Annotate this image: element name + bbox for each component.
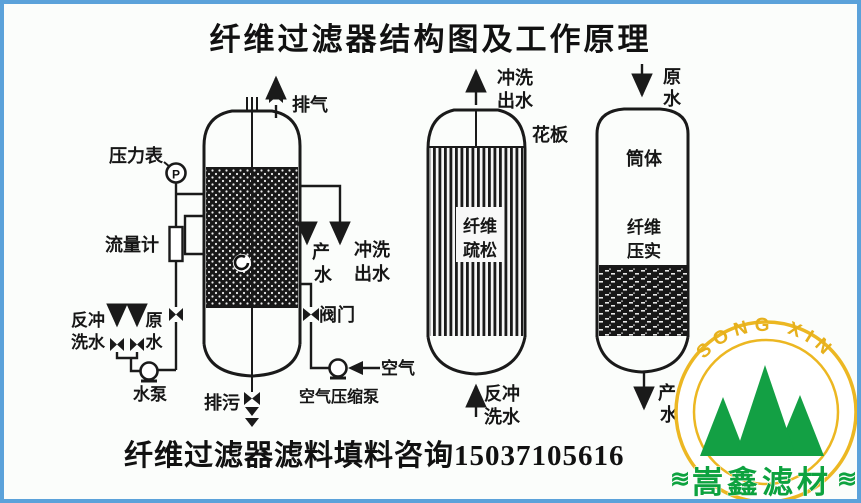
fiber-state-line2: 疏松	[463, 240, 497, 260]
flow-meter-icon	[168, 225, 184, 263]
page-title: 纤维过滤器结构图及工作原理	[209, 22, 652, 57]
exhaust-valve-icon	[269, 91, 283, 103]
valve-icon	[303, 308, 319, 321]
flush-out-pipe	[300, 184, 351, 246]
backwash-label-line2: 洗水	[71, 332, 106, 352]
water-pump-icon	[139, 361, 159, 381]
pressure-gauge-icon	[165, 162, 187, 184]
drain-valve-icon	[244, 392, 260, 405]
fiber-state-line1: 纤维	[463, 216, 497, 236]
plate-label: 花板	[532, 124, 569, 145]
backwash-label-line2: 洗水	[484, 406, 521, 427]
raw-water-label-line2: 水	[663, 88, 682, 109]
sight-glass-mark	[233, 254, 250, 271]
wave-right-icon: ≋	[837, 466, 857, 493]
vessel-shell	[595, 107, 690, 337]
backwash-valve-icon	[110, 338, 124, 351]
gauge-letter: P	[172, 168, 180, 182]
raw-water-label-line1: 原	[663, 67, 681, 87]
flush-out-label-line2: 出水	[354, 263, 391, 284]
air-label: 空气	[381, 358, 415, 378]
shell-label: 筒体	[626, 148, 663, 169]
raw-water-label-line2: 水	[146, 332, 164, 352]
fiber-state-box	[456, 207, 504, 262]
riser-valve-icon	[169, 308, 183, 321]
logo-inner-ring	[692, 338, 840, 486]
contact-caption: 纤维过滤器滤料填料咨询15037105616	[124, 440, 625, 472]
pressure-gauge-label: 压力表	[109, 145, 164, 166]
exhaust-label: 排气	[292, 94, 328, 115]
product-water-label-line1: 产	[658, 382, 676, 403]
drain-arrowhead-1	[245, 407, 259, 416]
middle-filter-diagram: 冲洗 出水 花板 纤维 疏松 反冲 洗水	[426, 67, 569, 427]
filter-diagram-canvas: 排气 冲洗 出水 产 水 阀门 空气 空气压缩泵	[71, 64, 857, 500]
drain-arrowhead-2	[245, 418, 259, 427]
air-compressor-pump-icon	[328, 358, 348, 378]
fiber-state-line1: 纤维	[627, 217, 661, 237]
wave-left-icon: ≋	[670, 466, 690, 493]
fiber-state-line2: 压实	[627, 241, 661, 261]
product-water-label-line2: 水	[660, 404, 679, 425]
compacted-fiber-fill	[599, 266, 687, 336]
mountain-center-icon	[735, 365, 796, 456]
flush-out-label-line1: 冲洗	[497, 67, 533, 88]
top-nozzle	[246, 97, 258, 111]
air-inlet-arrowhead	[348, 361, 363, 375]
water-pump-label: 水泵	[133, 384, 167, 404]
valve-pipe-upper	[300, 282, 313, 307]
backwash-label-line1: 反冲	[71, 310, 105, 330]
valve-label: 阀门	[319, 304, 355, 325]
vessel-bottom-dish	[595, 336, 690, 374]
product-water-label-line1: 产	[312, 241, 330, 262]
flush-out-label-line1: 冲洗	[354, 239, 390, 260]
right-filter-diagram: 原 水 筒体 纤维 压实 产 水	[595, 64, 690, 425]
company-logo: SONG XIN ≋ 嵩鑫滤材 ≋	[670, 315, 857, 500]
sample-loop	[183, 214, 204, 256]
flush-out-label-line2: 出水	[497, 90, 534, 111]
raw-water-label-line1: 原	[146, 311, 163, 330]
product-water-label-line2: 水	[314, 264, 333, 285]
drain-label: 排污	[204, 392, 240, 413]
logo-brand-text: 嵩鑫滤材	[692, 465, 832, 500]
mountain-left-icon	[700, 397, 746, 456]
inlet-manifold	[115, 352, 141, 373]
air-compressor-label: 空气压缩泵	[299, 387, 379, 406]
valve-pipe-lower	[309, 322, 329, 370]
raw-valve-icon	[130, 338, 144, 351]
product-water-pipe	[296, 221, 318, 246]
left-filter-diagram: 排气 冲洗 出水 产 水 阀门 空气 空气压缩泵	[71, 75, 415, 427]
flow-meter-label: 流量计	[105, 234, 159, 255]
vessel-bottom-dish	[426, 336, 527, 376]
backwash-label-line1: 反冲	[484, 383, 520, 404]
